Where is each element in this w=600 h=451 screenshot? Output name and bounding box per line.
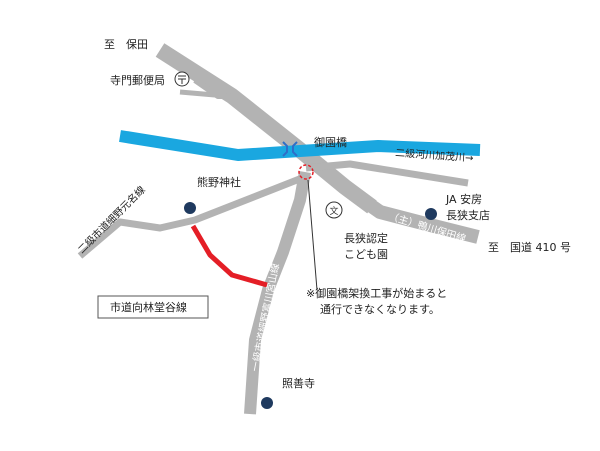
route-mukai-hayashi-dotani	[190, 224, 268, 288]
label-bridge: 御園橋	[314, 135, 347, 149]
label-road-mukai: 市道向林堂谷線	[110, 300, 187, 314]
label-temple: 照善寺	[282, 376, 315, 390]
label-kodomoen-line2: こども園	[344, 248, 388, 261]
label-ja-line1: JA 安房	[445, 192, 482, 206]
closure-point-circle	[298, 164, 314, 180]
road-post-office-loop	[179, 89, 239, 100]
label-ja-line2: 長狭支店	[446, 208, 490, 222]
bridge-mark-icon	[282, 141, 298, 157]
label-closure-note-line2: 通行できなくなります。	[320, 303, 440, 316]
post-office-mark-icon	[174, 71, 190, 87]
label-shrine: 熊野神社	[197, 175, 241, 189]
kamo-river	[119, 130, 481, 161]
label-closure-note-line1: ※御園橋架換工事が始まると	[306, 286, 447, 300]
ja-dot	[425, 208, 437, 220]
label-kodomoen-line1: 長狭認定	[344, 231, 388, 245]
label-road-hosono-motona: 二級市道細野元名線	[75, 183, 148, 256]
road-east	[305, 160, 469, 187]
prefectural-road-kamogawa-hoda	[355, 192, 480, 244]
main-road-to-hoda	[155, 43, 377, 214]
route-name-callout-box	[97, 295, 209, 319]
kindergarten-mark-icon: 文	[325, 201, 343, 219]
road-network	[77, 43, 480, 415]
label-to-route-410: 至 国道 410 号	[488, 240, 571, 254]
road-hosono-tomikawa-miyayama	[244, 170, 311, 415]
svg-text:文: 文	[329, 205, 338, 217]
label-to-hoda: 至 保田	[104, 37, 148, 51]
temple-dot	[261, 397, 273, 409]
label-post-office: 寺門郵便局	[110, 74, 165, 87]
road-hosono-motona	[77, 174, 304, 259]
shrine-dot	[184, 202, 196, 214]
closure-leader-line	[307, 179, 318, 291]
